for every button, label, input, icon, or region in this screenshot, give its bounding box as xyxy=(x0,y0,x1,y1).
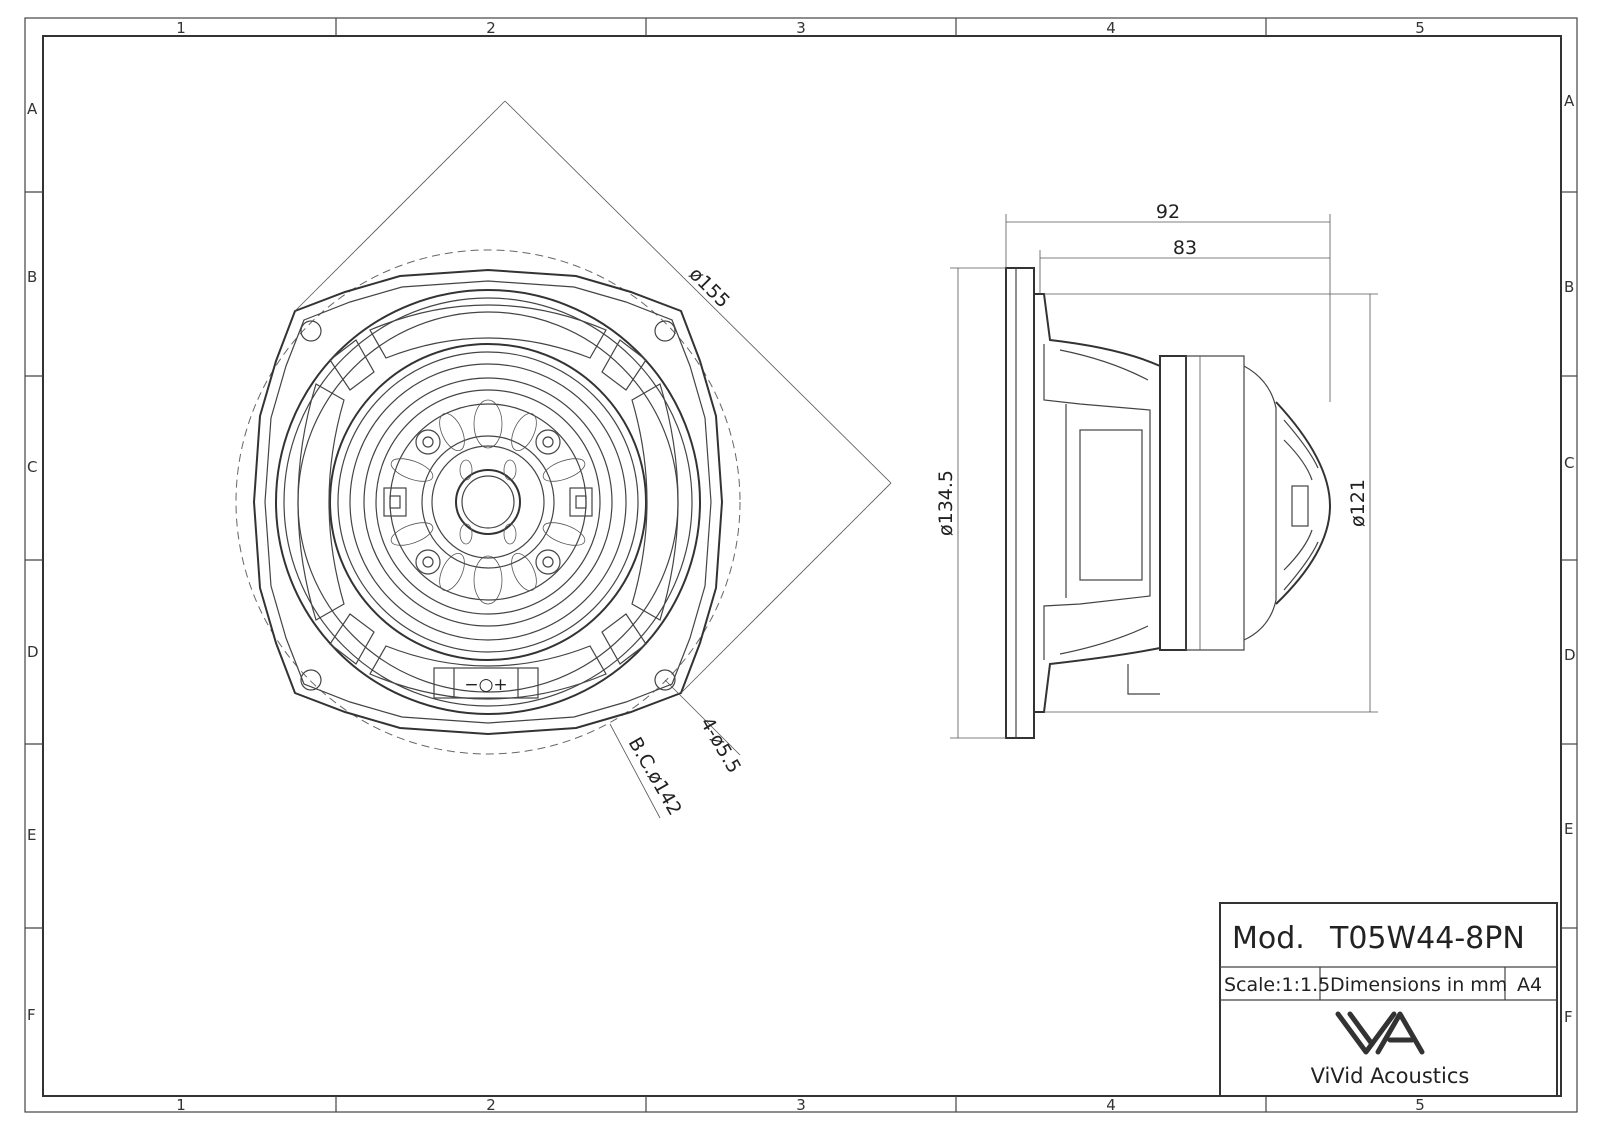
zone-row-right-f: F xyxy=(1564,1008,1573,1026)
zone-row-right-b: B xyxy=(1564,278,1574,296)
zone-row-left-e: E xyxy=(27,826,36,844)
mounting-hole xyxy=(654,320,676,342)
zone-col-bottom-2: 2 xyxy=(486,1096,496,1114)
side-basket xyxy=(1033,293,1161,713)
basket-outer-ring xyxy=(275,289,701,715)
basket-windows xyxy=(297,304,679,700)
motor-screws xyxy=(415,429,561,575)
dim-mounting-holes: 4-ø5.5 xyxy=(696,714,745,778)
dust-cap xyxy=(455,469,521,535)
zone-col-top-4: 4 xyxy=(1106,19,1116,37)
zone-col-bottom-4: 4 xyxy=(1106,1096,1116,1114)
title-scale: Scale:1:1.5 xyxy=(1224,974,1330,996)
zone-col-bottom-1: 1 xyxy=(176,1096,186,1114)
side-magnet xyxy=(1185,355,1245,651)
terminals xyxy=(383,487,593,517)
mounting-holes xyxy=(300,320,676,691)
zone-col-top-1: 1 xyxy=(176,19,186,37)
drawing-frame xyxy=(24,17,1578,1113)
side-motor-plate xyxy=(1159,355,1187,651)
zone-row-left-f: F xyxy=(27,1006,36,1024)
mounting-hole xyxy=(300,320,322,342)
cone-ring xyxy=(363,377,613,627)
zone-col-bottom-5: 5 xyxy=(1415,1096,1425,1114)
side-dimension-lines xyxy=(950,214,1378,739)
title-block xyxy=(1219,902,1558,1097)
title-units: Dimensions in mm xyxy=(1330,974,1507,996)
title-model-prefix: Mod. xyxy=(1232,921,1305,956)
title-model: T05W44-8PN xyxy=(1329,921,1525,956)
title-paper-size: A4 xyxy=(1517,974,1542,996)
zone-row-right-d: D xyxy=(1564,646,1576,664)
dim-motor-depth: 83 xyxy=(1173,237,1197,259)
zone-row-left-c: C xyxy=(27,458,37,476)
zone-col-top-5: 5 xyxy=(1415,19,1425,37)
dim-overall-depth: 92 xyxy=(1156,201,1180,223)
side-view: 92 83 ø134.5 ø121 xyxy=(935,201,1378,739)
flange-outline xyxy=(252,268,724,736)
front-view: −○+ ø155 4-ø5.5 B.C.ø142 xyxy=(235,100,892,820)
vivid-logo xyxy=(1335,1011,1425,1055)
mounting-hole xyxy=(654,669,676,691)
bolt-circle xyxy=(235,249,741,755)
dim-basket-diameter: ø121 xyxy=(1347,479,1369,527)
zone-col-bottom-3: 3 xyxy=(796,1096,806,1114)
diagonal-dimension xyxy=(294,100,892,694)
zone-col-top-2: 2 xyxy=(486,19,496,37)
side-flange xyxy=(1005,267,1035,739)
zone-row-left-b: B xyxy=(27,268,37,286)
motor-fins xyxy=(390,399,586,605)
zone-row-left-a: A xyxy=(27,100,38,118)
zone-row-right-c: C xyxy=(1564,454,1574,472)
side-heatsink xyxy=(1275,401,1332,605)
mounting-hole xyxy=(300,669,322,691)
company-name: ViVid Acoustics xyxy=(1311,1064,1470,1088)
zone-row-right-a: A xyxy=(1564,92,1575,110)
zone-row-right-e: E xyxy=(1564,820,1573,838)
bolt-circle-leader xyxy=(609,723,661,819)
zone-ticks xyxy=(25,18,1577,1112)
dim-flange-height: ø134.5 xyxy=(935,470,957,536)
mounting-hole-leader xyxy=(664,679,741,756)
zone-col-top-3: 3 xyxy=(796,19,806,37)
surround-ring xyxy=(329,343,647,661)
dim-diagonal-155: ø155 xyxy=(685,263,734,312)
zone-row-left-d: D xyxy=(27,643,39,661)
polarity-label: −○+ xyxy=(464,675,507,695)
dim-bolt-circle: B.C.ø142 xyxy=(624,734,686,820)
polarity-tab xyxy=(433,667,539,699)
